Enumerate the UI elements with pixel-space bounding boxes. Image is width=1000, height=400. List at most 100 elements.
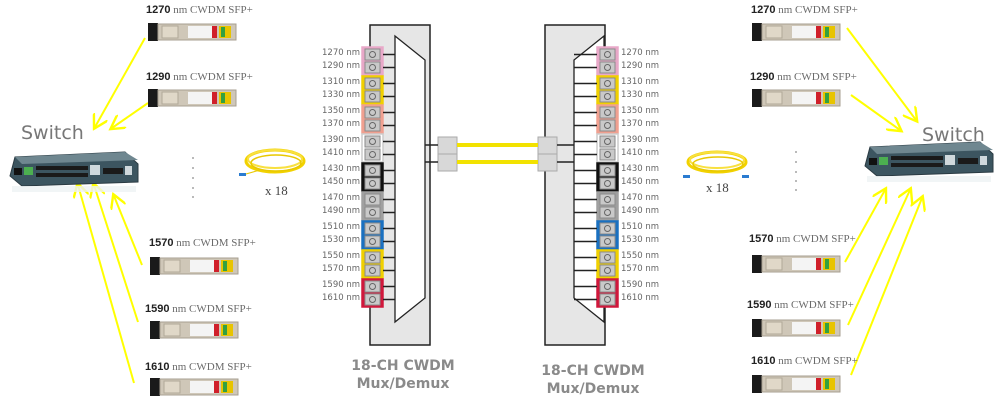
sfp-transceiver-right-1570 [752, 254, 842, 274]
channel-label-left: 1430 nm [322, 164, 361, 174]
arrow-1590-right [847, 190, 910, 326]
channel-label-right: 1370 nm [621, 119, 660, 129]
channel-port-right-1410-nm [599, 148, 616, 161]
channel-label-right: 1310 nm [621, 77, 660, 87]
sfp-label-left-1590: 1590 nm CWDM SFP+ [145, 303, 252, 315]
sfp-module-icon [150, 321, 239, 339]
channel-label-right: 1430 nm [621, 164, 660, 174]
channel-port-right-1550-nm [599, 251, 616, 264]
channel-port-right-1390-nm [599, 135, 616, 148]
channel-port-right-1610-nm [599, 293, 616, 306]
port-connector-icon [369, 209, 376, 216]
wavelength: 1610 [751, 355, 776, 367]
sfp-type: nm CWDM SFP+ [776, 233, 856, 245]
sfp-module-icon [148, 89, 237, 107]
channel-port-right-1530-nm [599, 235, 616, 248]
channel-label-right: 1470 nm [621, 193, 660, 203]
channel-port-right-1590-nm [599, 280, 616, 293]
port-connector-icon [369, 64, 376, 71]
channel-port-right-1430-nm [599, 164, 616, 177]
channel-port-right-1490-nm [599, 206, 616, 219]
wavelength: 1570 [149, 237, 174, 249]
channel-port-left-1290-nm [364, 61, 381, 74]
mux-right-caption: 18-CH CWDM Mux/Demux [508, 362, 678, 398]
sfp-label-right-1270: 1270 nm CWDM SFP+ [751, 4, 858, 16]
sfp-transceiver-left-1270 [148, 22, 238, 42]
port-connector-icon [369, 138, 376, 145]
channel-label-right: 1510 nm [621, 222, 660, 232]
mux-left-caption-line1: 18-CH CWDM [351, 358, 455, 374]
channel-label-right: 1390 nm [621, 135, 660, 145]
channel-label-left: 1390 nm [322, 135, 361, 145]
channel-port-left-1350-nm [364, 106, 381, 119]
channel-label-right: 1330 nm [621, 90, 660, 100]
channel-label-right: 1490 nm [621, 206, 660, 216]
port-connector-icon [604, 296, 611, 303]
sfp-module-icon [752, 89, 841, 107]
port-connector-icon [369, 225, 376, 232]
channel-label-left: 1330 nm [322, 90, 361, 100]
port-connector-icon [369, 80, 376, 87]
sfp-type: nm CWDM SFP+ [778, 4, 858, 16]
sfp-module-icon [752, 375, 841, 393]
channel-port-right-1370-nm [599, 119, 616, 132]
channel-port-right-1270-nm [599, 48, 616, 61]
sfp-transceiver-left-1570 [150, 256, 240, 276]
channel-label-left: 1510 nm [322, 222, 361, 232]
sfp-module-icon [752, 255, 841, 273]
channel-port-left-1310-nm [364, 77, 381, 90]
channel-port-right-1330-nm [599, 90, 616, 103]
port-connector-icon [604, 209, 611, 216]
channel-port-left-1590-nm [364, 280, 381, 293]
port-connector-icon [369, 122, 376, 129]
channel-port-left-1530-nm [364, 235, 381, 248]
mux-right-caption-line2: Mux/Demux [546, 381, 640, 397]
port-connector-icon [369, 296, 376, 303]
port-connector-icon [604, 64, 611, 71]
port-connector-icon [604, 283, 611, 290]
port-connector-icon [604, 109, 611, 116]
sfp-label-right-1570: 1570 nm CWDM SFP+ [749, 233, 856, 245]
patch-cable-right [683, 150, 749, 178]
channel-port-left-1490-nm [364, 206, 381, 219]
sfp-transceiver-right-1290 [752, 88, 842, 108]
sfp-module-icon [148, 23, 237, 41]
wavelength: 1570 [749, 233, 774, 245]
switch-right-title: Switch [922, 124, 985, 146]
wavelength: 1270 [751, 4, 776, 16]
sfp-type: nm CWDM SFP+ [778, 355, 858, 367]
sfp-module-icon [150, 378, 239, 396]
sfp-transceiver-left-1590 [150, 320, 240, 340]
channel-label-right: 1530 nm [621, 235, 660, 245]
channel-port-right-1290-nm [599, 61, 616, 74]
sfp-label-right-1610: 1610 nm CWDM SFP+ [751, 355, 858, 367]
channel-port-left-1370-nm [364, 119, 381, 132]
port-connector-icon [604, 138, 611, 145]
sfp-module-icon [150, 257, 239, 275]
port-connector-icon [369, 167, 376, 174]
wavelength: 1290 [750, 71, 775, 83]
sfp-label-left-1270: 1270 nm CWDM SFP+ [146, 4, 253, 16]
sfp-type: nm CWDM SFP+ [176, 237, 256, 249]
ellipsis-dots-right [795, 151, 797, 191]
channel-label-right: 1410 nm [621, 148, 660, 158]
channel-port-left-1330-nm [364, 90, 381, 103]
port-connector-icon [604, 151, 611, 158]
mux-left-common-port-2 [437, 153, 458, 172]
channel-label-left: 1410 nm [322, 148, 361, 158]
sfp-transceiver-right-1590 [752, 318, 842, 338]
sfp-label-left-1610: 1610 nm CWDM SFP+ [145, 361, 252, 373]
sfp-module-icon [752, 23, 841, 41]
sfp-label-left-1570: 1570 nm CWDM SFP+ [149, 237, 256, 249]
channel-port-left-1390-nm [364, 135, 381, 148]
sfp-type: nm CWDM SFP+ [172, 361, 252, 373]
wavelength: 1270 [146, 4, 171, 16]
arrow-1270-right [846, 27, 916, 120]
port-connector-icon [604, 122, 611, 129]
channel-port-left-1410-nm [364, 148, 381, 161]
channel-port-right-1310-nm [599, 77, 616, 90]
mux-right-common-port-1 [537, 136, 558, 155]
channel-port-left-1510-nm [364, 222, 381, 235]
port-connector-icon [604, 93, 611, 100]
wavelength: 1610 [145, 361, 170, 373]
